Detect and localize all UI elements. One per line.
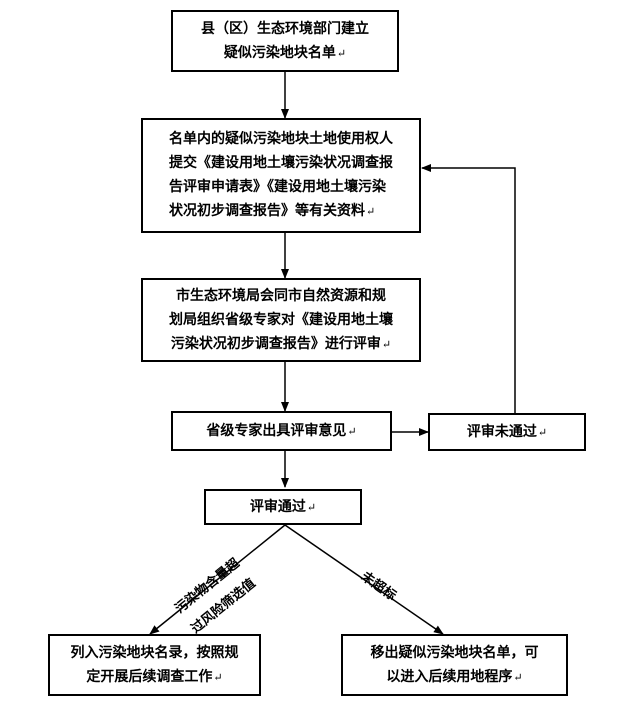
paragraph-mark-icon: ↵ bbox=[347, 424, 357, 438]
paragraph-mark-icon: ↵ bbox=[306, 500, 317, 514]
arrow-fail-to-step2 bbox=[421, 164, 516, 413]
step2-line-3: 告评审申请表》《建设用地土壤污染 bbox=[169, 179, 386, 195]
step1-line-2: 疑似污染地块名单 bbox=[223, 44, 336, 61]
paragraph-mark-icon: ↵ bbox=[366, 205, 376, 218]
step3-line-3: 污染状况初步调查报告》进行评审 bbox=[170, 335, 381, 352]
paragraph-mark-icon: ↵ bbox=[336, 46, 347, 60]
paragraph-mark-icon: ↵ bbox=[381, 337, 392, 351]
fail-text: 评审未通过 bbox=[466, 423, 537, 440]
pass-box: 评审通过↵ bbox=[204, 489, 362, 525]
step2-line-2: 提交《建设用地土壤污染状况调查报 bbox=[169, 155, 393, 171]
pass-text: 评审通过 bbox=[249, 498, 306, 515]
step2-line-4: 状况初步调查报告》等有关资料 bbox=[169, 203, 365, 219]
removed-box: 移出疑似污染地块名单，可 以进入后续用地程序↵ bbox=[341, 634, 568, 696]
step2-box: 名单内的疑似污染地块土地使用权人 提交《建设用地土壤污染状况调查报 告评审申请表… bbox=[141, 118, 421, 233]
listed-box: 列入污染地块名录，按照规 定开展后续调查工作↵ bbox=[48, 634, 261, 696]
paragraph-mark-icon: ↵ bbox=[537, 425, 548, 439]
step3-box: 市生态环境局会同市自然资源和规 划局组织省级专家对《建设用地土壤 污染状况初步调… bbox=[141, 278, 421, 362]
fail-box: 评审未通过↵ bbox=[428, 413, 586, 451]
step3-line-1: 市生态环境局会同市自然资源和规 bbox=[176, 287, 386, 304]
step4-text: 省级专家出具评审意见 bbox=[206, 422, 347, 439]
listed-line-1: 列入污染地块名录，按照规 bbox=[70, 644, 239, 661]
step4-box: 省级专家出具评审意见↵ bbox=[171, 411, 392, 451]
step1-box: 县（区）生态环境部门建立 疑似污染地块名单↵ bbox=[171, 10, 399, 72]
listed-line-2: 定开展后续调查工作 bbox=[86, 668, 213, 685]
arrow-pass-to-listed bbox=[149, 524, 286, 635]
removed-line-2: 以进入后续用地程序 bbox=[386, 668, 513, 685]
arrow-pass-to-removed bbox=[284, 524, 444, 635]
step2-line-1: 名单内的疑似污染地块土地使用权人 bbox=[169, 131, 393, 147]
removed-line-1: 移出疑似污染地块名单，可 bbox=[370, 644, 539, 661]
paragraph-mark-icon: ↵ bbox=[213, 670, 223, 684]
paragraph-mark-icon: ↵ bbox=[513, 670, 523, 684]
step1-line-1: 县（区）生态环境部门建立 bbox=[201, 20, 369, 37]
step3-line-2: 划局组织省级专家对《建设用地土壤 bbox=[169, 311, 393, 328]
